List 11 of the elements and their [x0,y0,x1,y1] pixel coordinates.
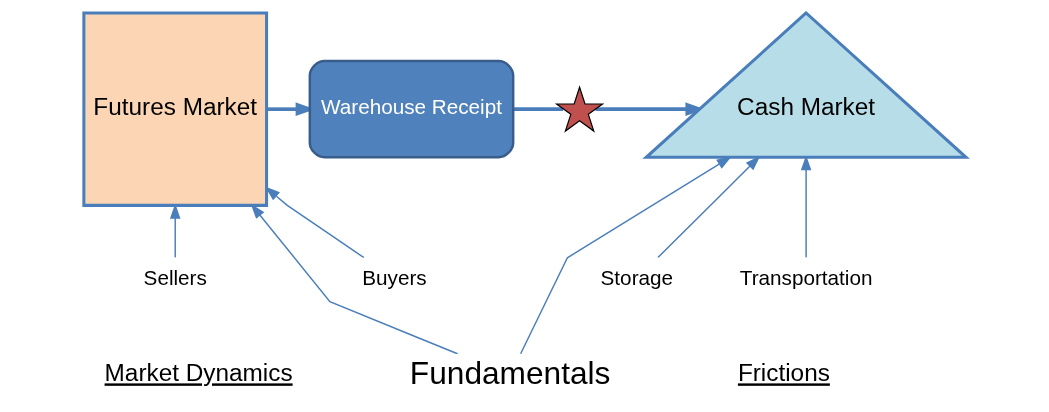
node-cross [554,85,604,133]
node-box: Futures Market [81,11,268,207]
connector [512,107,563,111]
node-box: Warehouse Receipt [308,59,514,159]
node-text: Sellers [143,265,207,289]
node-text: Transportation [739,265,872,289]
node-text: Buyers [361,265,427,289]
node-text: Storage [600,265,673,289]
label: Frictions [737,359,830,387]
label: Market Dynamics [104,359,293,387]
node-text: Fundamentals [409,355,610,392]
